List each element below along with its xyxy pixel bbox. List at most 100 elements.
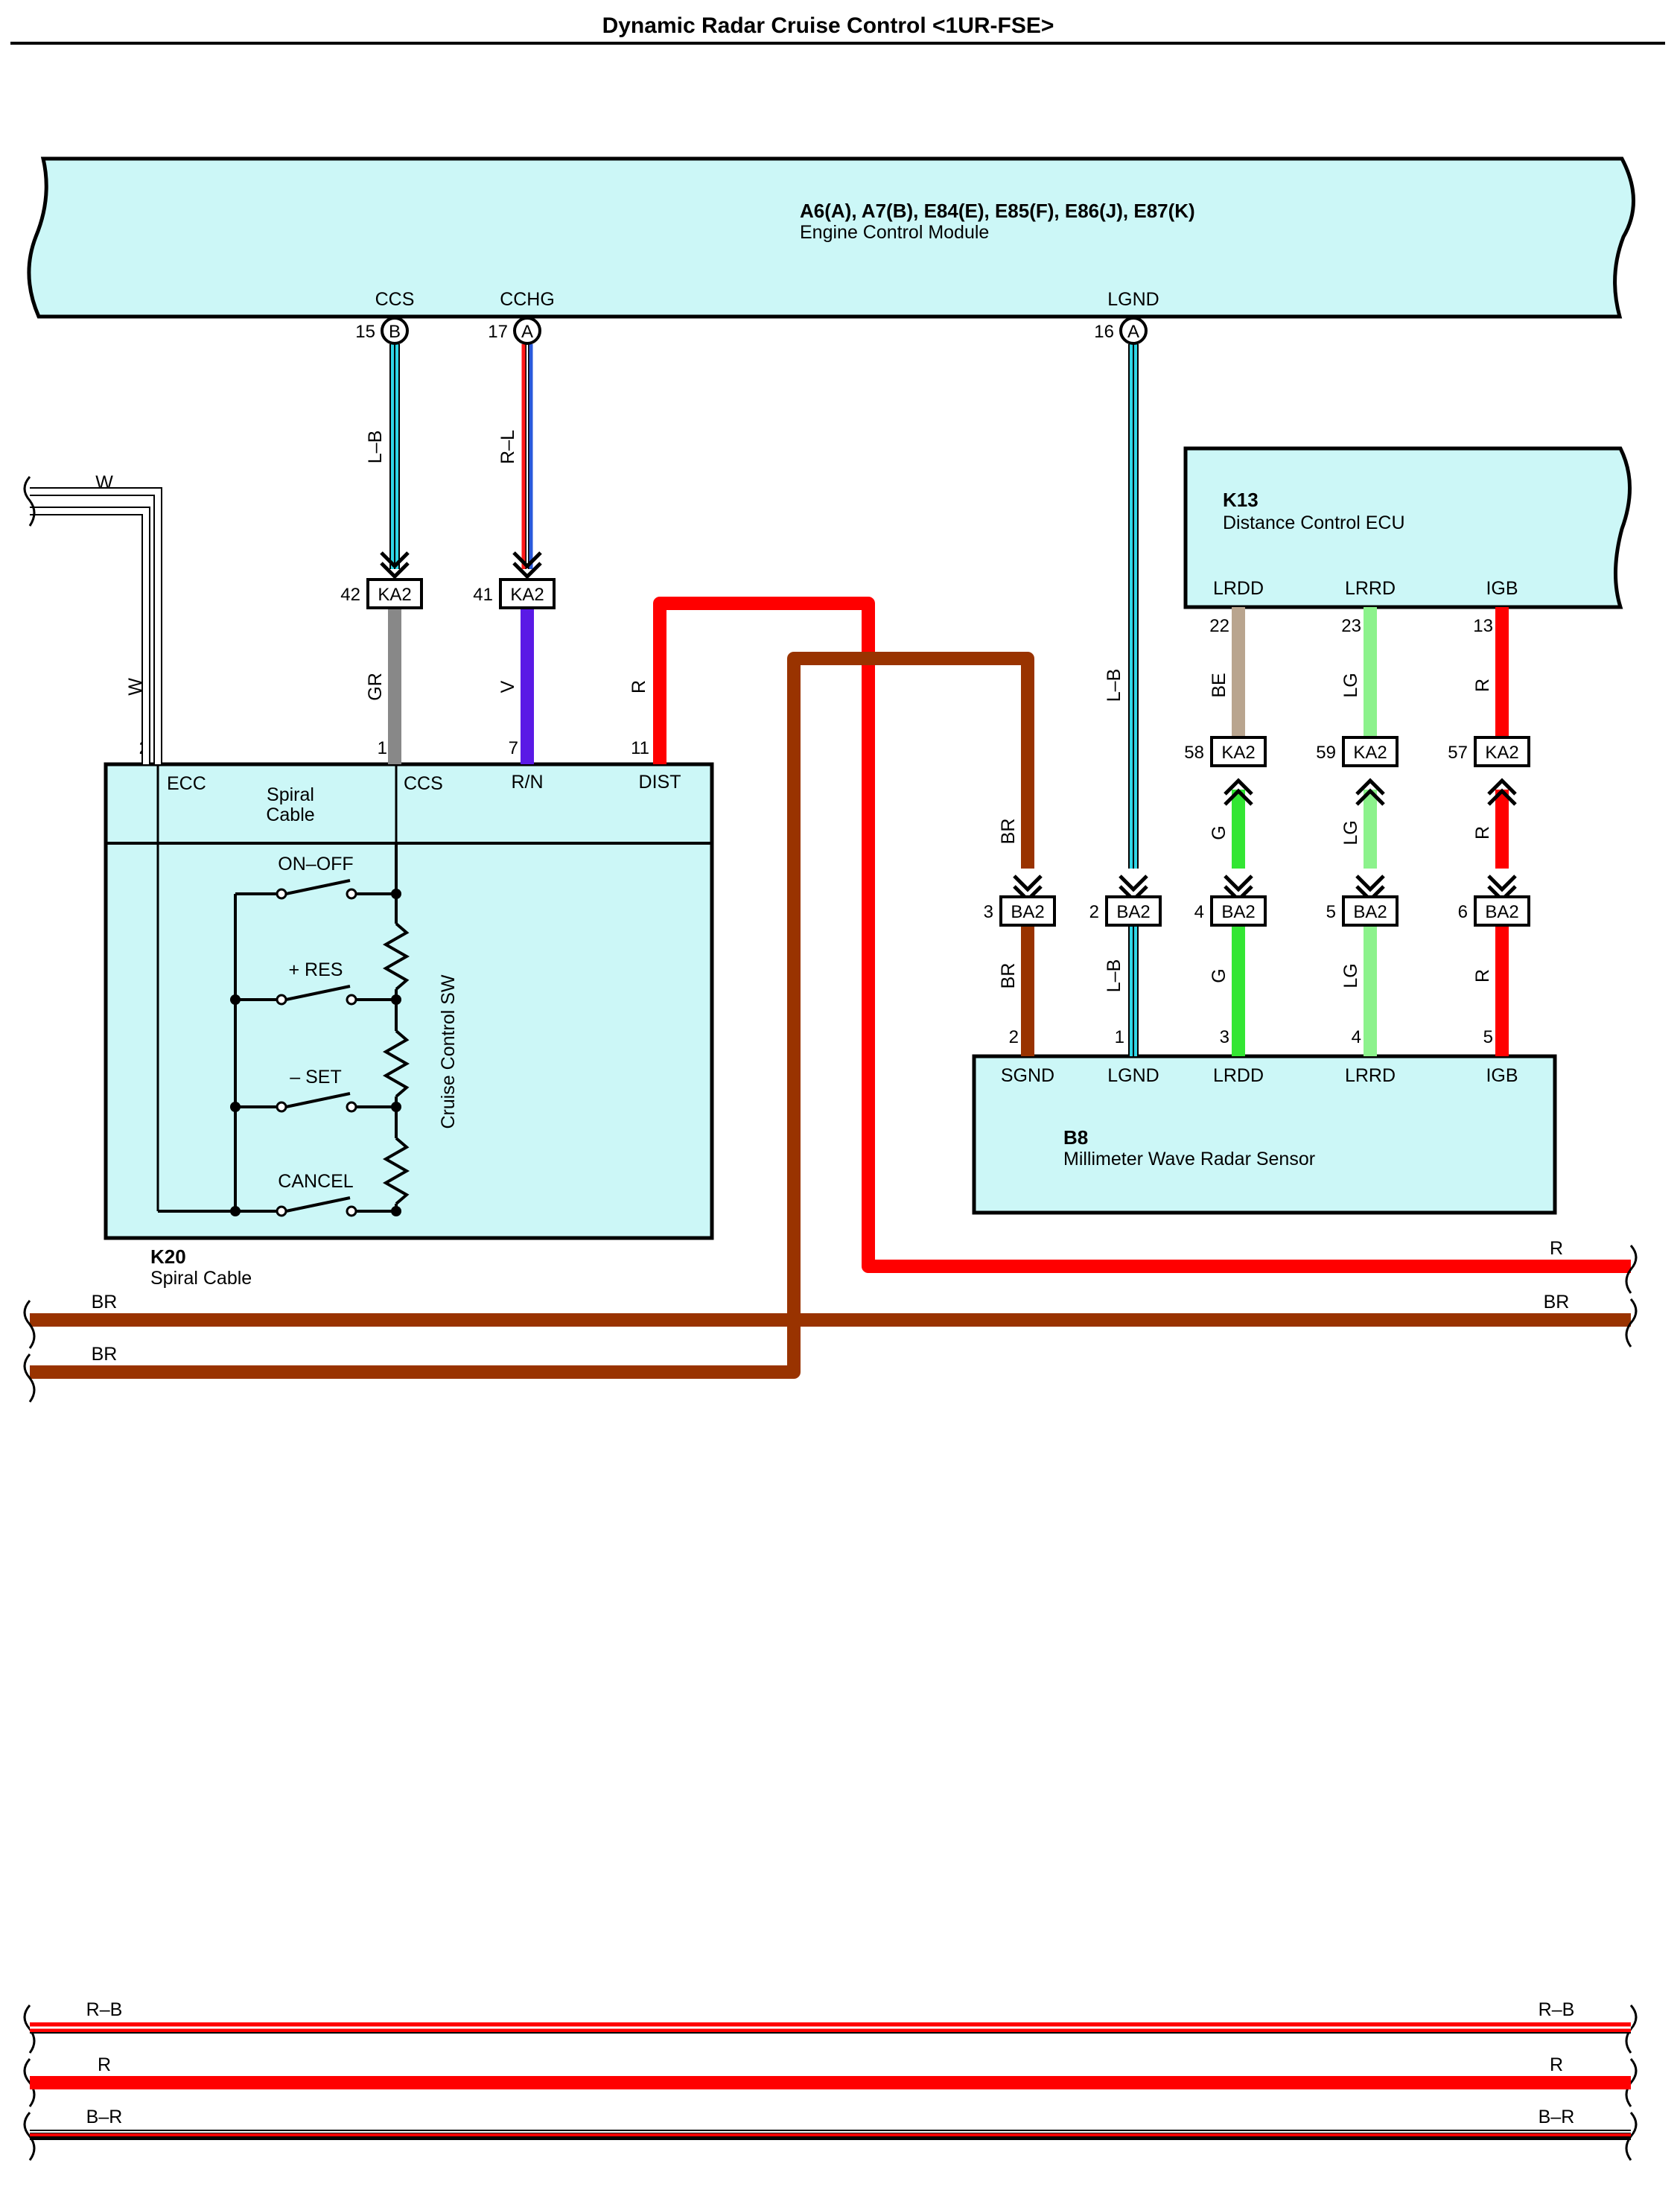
wire-label-lrrd-upper: LG	[1340, 673, 1361, 697]
wire-label-bottom-r-left: R	[98, 2054, 111, 2075]
connector-ba2-4: BA2 4	[1194, 895, 1267, 927]
svg-text:BA2: BA2	[1011, 902, 1044, 922]
k20-code: K20	[150, 1245, 186, 1268]
k20-pin-num-rn: 7	[509, 738, 518, 758]
svg-text:BA2: BA2	[1116, 902, 1150, 922]
b8-pin-num-lrdd: 3	[1220, 1027, 1229, 1047]
ecm-name: Engine Control Module	[800, 222, 989, 243]
k20-pin-num-ccs: 1	[378, 738, 387, 758]
wire-label-igb-upper: R	[1472, 679, 1493, 692]
k13-name: Distance Control ECU	[1223, 512, 1405, 533]
k13-pin-num-igb: 13	[1473, 616, 1493, 636]
wire-label-rn-bottom: V	[497, 680, 518, 693]
svg-text:6: 6	[1458, 902, 1468, 922]
svg-text:BA2: BA2	[1221, 902, 1255, 922]
k20-pin-label-dist: DIST	[639, 772, 681, 793]
wire-label-cchg-top: R–L	[497, 430, 518, 464]
ecm-pin-label-cchg: CCHG	[500, 289, 555, 310]
b8-pin-label-lrdd: LRDD	[1213, 1065, 1264, 1086]
wire-w	[30, 487, 162, 764]
wire-label-ccs-top: L–B	[365, 431, 386, 463]
b8-pin-num-lrrd: 4	[1352, 1027, 1361, 1047]
wire-label-bottom-rb-left: R–B	[86, 1999, 123, 2020]
ecm-codes: A6(A), A7(B), E84(E), E85(F), E86(J), E8…	[800, 200, 1195, 222]
k20-pin-label-ecc: ECC	[167, 773, 206, 794]
svg-text:5: 5	[1326, 902, 1336, 922]
wire-label-bus-r-right: R	[1550, 1238, 1563, 1259]
k20-inner-label-2: Cable	[266, 804, 314, 825]
cruise-control-sw-label: Cruise Control SW	[438, 974, 459, 1129]
wire-label-ccs-bottom: GR	[365, 673, 386, 701]
ecm-pin-lgnd: A 16	[1094, 317, 1148, 345]
svg-text:KA2: KA2	[378, 585, 411, 605]
k13-pin-label-lrrd: LRRD	[1345, 578, 1396, 599]
wire-br-sgnd	[30, 652, 1034, 1379]
wire-label-lrdd-mid: G	[1209, 825, 1229, 839]
k20-pin-num-dist: 11	[631, 738, 649, 758]
svg-text:KA2: KA2	[1485, 743, 1518, 763]
wire-label-bottom-br-left: B–R	[86, 2107, 123, 2127]
svg-text:BA2: BA2	[1485, 902, 1518, 922]
b8-pin-label-lgnd: LGND	[1107, 1065, 1159, 1086]
wire-bottom-rb	[30, 2022, 1631, 2034]
svg-text:KA2: KA2	[1221, 743, 1255, 763]
k20-name: Spiral Cable	[150, 1268, 252, 1289]
wire-label-bottom-r-right: R	[1550, 2054, 1563, 2075]
k20-pin-label-rn: R/N	[511, 772, 543, 793]
k13-box	[1183, 446, 1632, 609]
ecm-pin-label-ccs: CCS	[375, 289, 415, 310]
wire-label-sgnd-upper: BR	[998, 819, 1019, 845]
ecm-pin-ccs: B 15	[355, 317, 409, 345]
ecm-pin-cchg: A 17	[488, 317, 541, 345]
b8-code: B8	[1063, 1126, 1088, 1149]
wire-label-lrrd-lower: LG	[1340, 963, 1361, 988]
svg-text:4: 4	[1194, 902, 1204, 922]
wire-label-lrrd-mid: LG	[1340, 820, 1361, 845]
wire-label-ecc: W	[125, 678, 146, 696]
b8-pin-num-sgnd: 2	[1009, 1027, 1019, 1047]
b8-pin-num-lgnd: 1	[1115, 1027, 1124, 1047]
k13-code: K13	[1223, 489, 1259, 511]
b8-pin-label-sgnd: SGND	[1001, 1065, 1054, 1086]
svg-text:42: 42	[340, 585, 360, 605]
wire-label-lrdd-upper: BE	[1209, 673, 1229, 697]
wire-label-bottom-br-right: B–R	[1539, 2107, 1575, 2127]
k20-box	[104, 762, 714, 1240]
b8-box	[972, 1054, 1557, 1215]
b8-pin-label-igb: IGB	[1486, 1065, 1518, 1086]
k20-pin-label-ccs: CCS	[404, 773, 443, 794]
svg-text:KA2: KA2	[510, 585, 544, 605]
connector-chevrons	[380, 551, 1517, 903]
k20-inner-label-1: Spiral	[267, 784, 314, 805]
svg-text:A: A	[521, 322, 533, 342]
switch-label-set: – SET	[290, 1067, 341, 1088]
cruise-control-switch	[158, 843, 410, 1213]
switch-contacts	[276, 888, 357, 1217]
connector-ka2-58: KA2 58	[1184, 736, 1267, 767]
wire-bottom-br	[30, 2130, 1631, 2140]
svg-text:17: 17	[488, 322, 508, 342]
wire-label-igb-mid: R	[1472, 826, 1493, 839]
wire-label-br2-left: BR	[92, 1344, 118, 1365]
ecm-box	[27, 156, 1635, 319]
connector-ba2-2: BA2 2	[1089, 895, 1162, 927]
connector-ka2-59: KA2 59	[1316, 736, 1399, 767]
k13-pin-num-lrdd: 22	[1209, 616, 1229, 636]
connector-ka2-41: KA2 41	[473, 578, 556, 609]
switch-label-res: + RES	[289, 959, 343, 980]
diagram-title: Dynamic Radar Cruise Control <1UR-FSE>	[602, 13, 1054, 38]
svg-text:59: 59	[1316, 743, 1336, 763]
wire-label-w-top: W	[95, 472, 113, 493]
wire-label-br-left: BR	[92, 1292, 118, 1312]
wire-label-sgnd-lower: BR	[998, 963, 1019, 989]
svg-text:A: A	[1127, 322, 1139, 342]
wire-label-dist: R	[629, 680, 649, 693]
k13-pin-label-lrdd: LRDD	[1213, 578, 1264, 599]
connector-ka2-42: KA2 42	[340, 578, 423, 609]
k13-pin-label-igb: IGB	[1486, 578, 1518, 599]
wire-dist-r	[653, 597, 1631, 1273]
wire-label-lgnd-upper: L–B	[1104, 669, 1124, 702]
svg-text:16: 16	[1094, 322, 1114, 342]
connector-ba2-6: BA2 6	[1458, 895, 1530, 927]
